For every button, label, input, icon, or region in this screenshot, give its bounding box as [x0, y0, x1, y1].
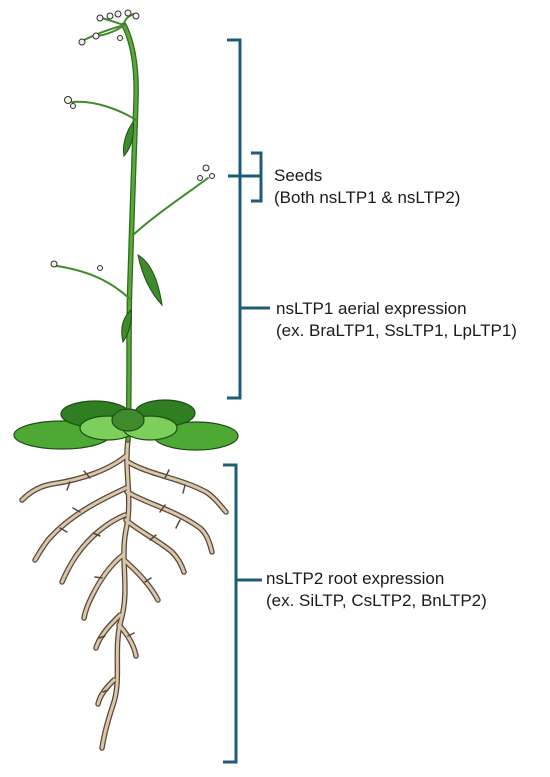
seeds-title: Seeds — [274, 166, 323, 185]
root-annotation: nsLTP2 root expression (ex. SiLTP, CsLTP… — [266, 568, 487, 612]
root-system — [19, 437, 229, 751]
bracket-seeds — [228, 151, 263, 203]
stem — [56, 13, 209, 443]
stem-leaves — [121, 120, 163, 344]
bracket-aerial — [227, 38, 270, 400]
rosette-leaves — [13, 399, 239, 451]
seeds-annotation: Seeds (Both nsLTP1 & nsLTP2) — [274, 165, 460, 209]
flower-clusters — [50, 9, 215, 271]
aerial-title: nsLTP1 aerial expression — [276, 299, 467, 318]
root-detail: (ex. SiLTP, CsLTP2, BnLTP2) — [266, 591, 487, 610]
bracket-root — [223, 463, 262, 764]
root-title: nsLTP2 root expression — [266, 569, 445, 588]
aerial-annotation: nsLTP1 aerial expression (ex. BraLTP1, S… — [276, 298, 517, 342]
seeds-detail: (Both nsLTP1 & nsLTP2) — [274, 188, 461, 207]
aerial-detail: (ex. BraLTP1, SsLTP1, LpLTP1) — [276, 321, 517, 340]
